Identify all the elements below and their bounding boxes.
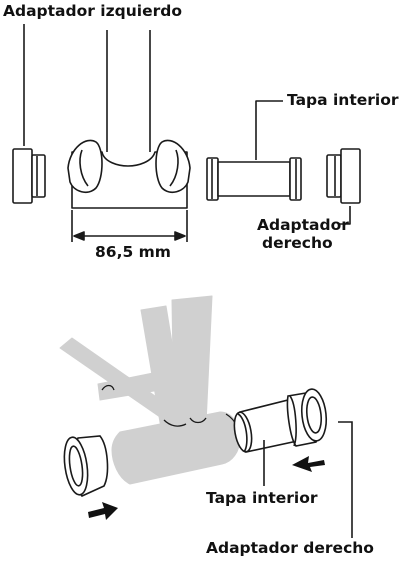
inner-cap-bottom — [233, 397, 303, 453]
bb-shell-top — [67, 139, 191, 209]
left-adapter-bottom — [63, 435, 109, 497]
right-adapter-top — [326, 148, 361, 204]
top-exploded-view — [12, 24, 361, 242]
leader-inner-cap-top — [255, 100, 283, 160]
frame-silhouette — [59, 295, 241, 485]
frame-tube-top — [106, 30, 151, 152]
dimension-line — [71, 210, 188, 242]
arrow-left-insert — [88, 502, 118, 520]
right-adapter-bottom — [286, 388, 328, 447]
arrow-right-insert — [292, 456, 325, 472]
label-right-adapter-top-line2: derecho — [262, 234, 333, 252]
left-adapter-top — [12, 148, 46, 204]
inner-cap-top — [206, 157, 302, 201]
label-inner-cap-top: Tapa interior — [287, 91, 399, 109]
label-right-adapter-bottom: Adaptador derecho — [206, 539, 374, 557]
leader-right-adapter-bottom — [338, 421, 353, 538]
label-right-adapter-top-line1: Adaptador — [257, 216, 349, 234]
label-left-adapter: Adaptador izquierdo — [3, 2, 182, 20]
leader-right-adapter-top — [338, 206, 351, 225]
label-inner-cap-bottom: Tapa interior — [206, 489, 318, 507]
bottom-install-view — [59, 295, 353, 538]
label-dimension: 86,5 mm — [95, 243, 171, 261]
